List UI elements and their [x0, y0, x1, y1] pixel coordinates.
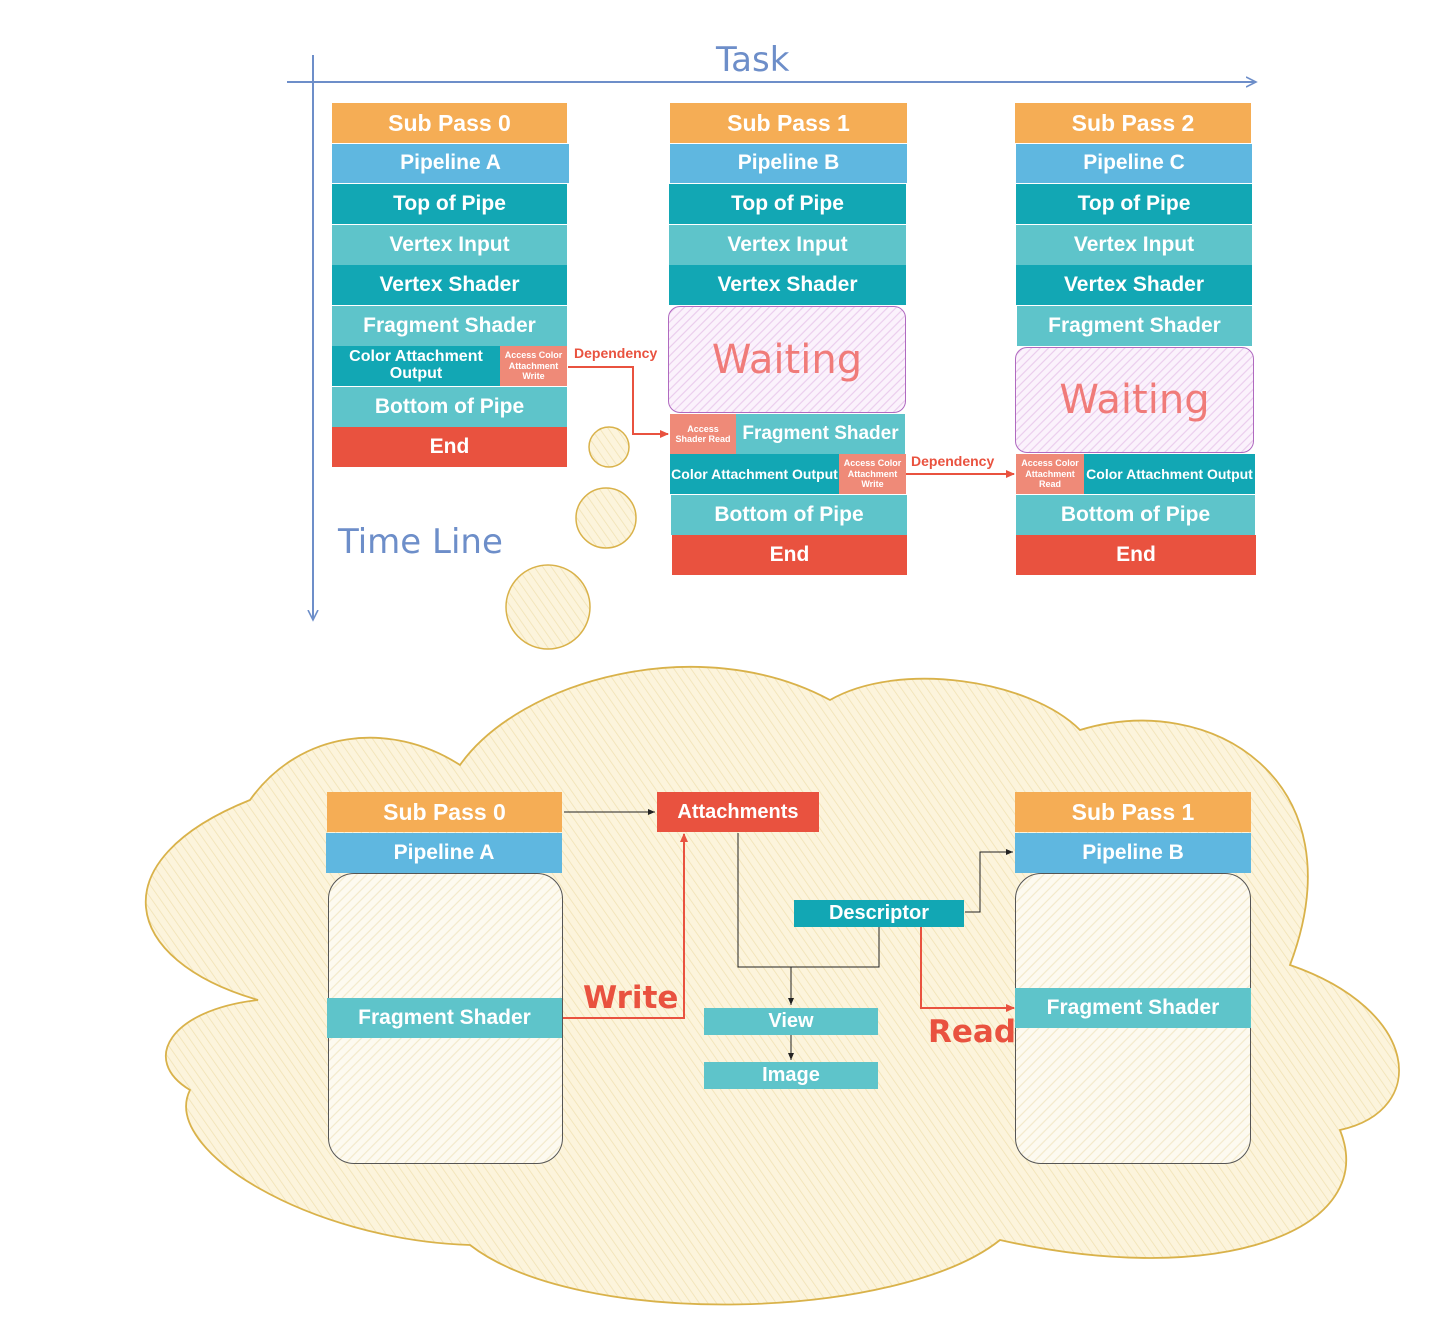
subpass1-access-shader-read: Access Shader Read	[670, 414, 736, 454]
subpass0-fragment-shader: Fragment Shader	[332, 306, 567, 346]
dependency-arrow-0-1	[568, 366, 669, 438]
subpass1-fragment-shader: Fragment Shader	[736, 414, 905, 454]
subpass0-vertex-shader: Vertex Shader	[332, 265, 567, 305]
subpass0-color-attachment-output: Color Attachment Output	[332, 346, 500, 386]
write-label: Write	[583, 980, 679, 1016]
subpass0-access-color-write: Access Color Attachment Write	[500, 346, 567, 386]
cloud-subpass1-pipeline: Pipeline B	[1015, 833, 1251, 873]
subpass2-end: End	[1016, 535, 1256, 575]
subpass2-vertex-shader: Vertex Shader	[1016, 265, 1252, 305]
connector-descriptor-view	[791, 927, 880, 968]
subpass0-pipeline: Pipeline A	[332, 144, 569, 183]
subpass0-bottom-of-pipe: Bottom of Pipe	[332, 387, 567, 427]
dependency-label-1-2: Dependency	[911, 453, 995, 469]
subpass2-pipeline: Pipeline C	[1016, 144, 1252, 183]
subpass1-bottom-of-pipe: Bottom of Pipe	[671, 495, 907, 535]
thought-bubble-small	[588, 426, 630, 468]
subpass2-vertex-input: Vertex Input	[1016, 225, 1252, 265]
subpass2-fragment-shader: Fragment Shader	[1017, 306, 1252, 346]
subpass2-access-color-read: Access Color Attachment Read	[1016, 454, 1084, 494]
subpass0-top-of-pipe: Top of Pipe	[332, 184, 567, 224]
thought-bubble-medium	[575, 487, 637, 549]
subpass2-waiting-box: Waiting	[1015, 347, 1254, 453]
cloud-subpass1-title: Sub Pass 1	[1015, 792, 1251, 832]
subpass2-color-attachment-output: Color Attachment Output	[1084, 454, 1255, 494]
read-label: Read	[928, 1014, 1017, 1050]
dependency-label-0-1: Dependency	[574, 345, 658, 361]
subpass2-top-of-pipe: Top of Pipe	[1016, 184, 1252, 224]
timeline-axis-label: Time Line	[338, 522, 503, 562]
connector-attachments-view	[737, 833, 794, 1005]
cloud-subpass0-pipeline: Pipeline A	[326, 833, 562, 873]
subpass0-title: Sub Pass 0	[332, 103, 567, 143]
subpass0-end: End	[332, 427, 567, 467]
descriptor-box: Descriptor	[794, 900, 964, 927]
subpass1-waiting-box: Waiting	[668, 306, 906, 413]
cloud-subpass0-title: Sub Pass 0	[327, 792, 562, 832]
subpass1-vertex-shader: Vertex Shader	[669, 265, 906, 305]
subpass0-vertex-input: Vertex Input	[332, 225, 567, 265]
subpass2-bottom-of-pipe: Bottom of Pipe	[1016, 495, 1255, 535]
subpass2-title: Sub Pass 2	[1015, 103, 1251, 143]
subpass1-color-attachment-output: Color Attachment Output	[670, 454, 839, 494]
subpass1-title: Sub Pass 1	[670, 103, 907, 143]
view-box: View	[704, 1008, 878, 1035]
cloud-subpass0-fragment-shader: Fragment Shader	[327, 998, 562, 1038]
image-box: Image	[704, 1062, 878, 1089]
connector-descriptor-pipeline-b	[965, 849, 1013, 913]
subpass1-pipeline: Pipeline B	[670, 144, 907, 183]
write-arrow	[563, 833, 688, 1019]
subpass1-vertex-input: Vertex Input	[669, 225, 906, 265]
read-arrow	[920, 927, 1015, 1012]
subpass1-access-color-write: Access Color Attachment Write	[839, 454, 906, 494]
attachments-box: Attachments	[657, 792, 819, 832]
subpass1-top-of-pipe: Top of Pipe	[669, 184, 906, 224]
cloud-subpass1-fragment-shader: Fragment Shader	[1015, 988, 1251, 1028]
task-axis-label: Task	[716, 40, 790, 80]
subpass1-end: End	[672, 535, 907, 575]
thought-bubble-large	[505, 564, 591, 650]
